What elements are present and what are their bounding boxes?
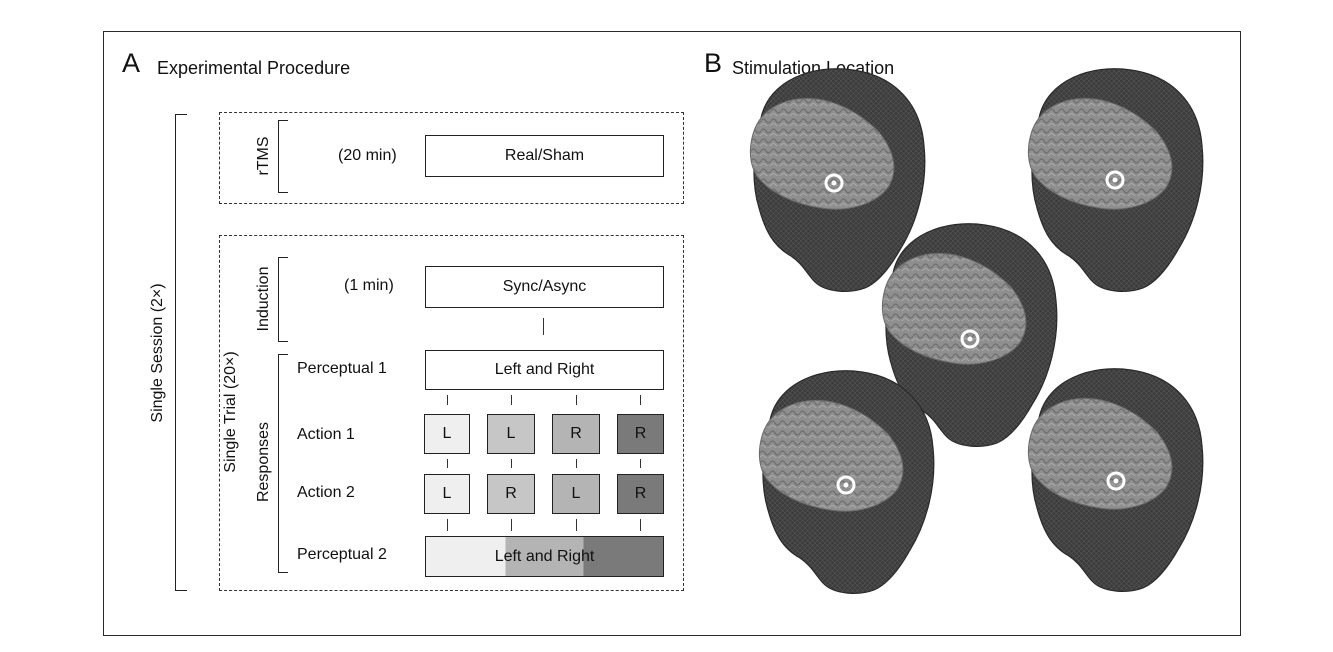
- rtms-duration: (20 min): [338, 147, 397, 164]
- perceptual1-box: Left and Right: [425, 350, 664, 390]
- head-model-bottom-left: [758, 370, 935, 594]
- action2-box-4: R: [617, 474, 664, 514]
- connector: [511, 519, 512, 531]
- induction-bracket: [278, 257, 288, 342]
- action1-label: Action 1: [297, 426, 355, 443]
- action1-box-text: L: [506, 425, 516, 442]
- panel-a-title: Experimental Procedure: [157, 58, 351, 78]
- figure-frame: [103, 31, 1241, 636]
- connector: [511, 459, 512, 468]
- sync-async-box: Sync/Async: [425, 266, 664, 308]
- action1-box-1: L: [424, 414, 470, 454]
- panel-b-letter: B: [704, 48, 723, 78]
- target-marker-icon: [1105, 170, 1125, 190]
- connector: [511, 395, 512, 405]
- rtms-block: [219, 112, 684, 204]
- target-marker-icon: [1106, 471, 1126, 491]
- panel-a-letter: A: [122, 48, 141, 78]
- target-marker-icon: [836, 475, 856, 495]
- perceptual2-box: Left and Right: [425, 536, 664, 577]
- perceptual2-label: Perceptual 2: [297, 546, 387, 563]
- session-bracket: [175, 114, 187, 591]
- action1-box-4: R: [617, 414, 664, 454]
- trial-block: [219, 235, 684, 591]
- connector: [640, 395, 641, 405]
- perceptual1-text: Left and Right: [494, 361, 595, 378]
- action2-box-text: R: [505, 485, 517, 502]
- action2-box-3: L: [552, 474, 600, 514]
- action1-box-2: L: [487, 414, 535, 454]
- action2-box-1: L: [424, 474, 470, 514]
- rtms-bracket: [278, 120, 288, 193]
- real-sham-box: Real/Sham: [425, 135, 664, 177]
- perceptual1-label: Perceptual 1: [297, 360, 387, 377]
- action1-box-text: L: [442, 425, 452, 442]
- connector: [640, 459, 641, 468]
- action1-box-text: R: [634, 425, 647, 442]
- connector: [447, 519, 448, 531]
- connector: [447, 395, 448, 405]
- sync-async-text: Sync/Async: [502, 278, 587, 295]
- perceptual2-text: Left and Right: [494, 547, 595, 565]
- action1-box-3: R: [552, 414, 600, 454]
- connector: [576, 395, 577, 405]
- target-marker-icon: [960, 329, 980, 349]
- connector: [576, 459, 577, 468]
- target-marker-icon: [824, 173, 844, 193]
- responses-bracket: [278, 354, 288, 573]
- real-sham-text: Real/Sham: [504, 147, 585, 164]
- connector: [576, 519, 577, 531]
- action2-box-text: L: [442, 485, 452, 502]
- action1-box-text: R: [570, 425, 582, 442]
- action2-label: Action 2: [297, 484, 355, 501]
- action2-box-2: R: [487, 474, 535, 514]
- connector: [447, 459, 448, 468]
- action2-box-text: R: [634, 485, 647, 502]
- induction-duration: (1 min): [344, 277, 394, 294]
- connector: [640, 519, 641, 531]
- action2-box-text: L: [571, 485, 581, 502]
- connector: [543, 318, 544, 335]
